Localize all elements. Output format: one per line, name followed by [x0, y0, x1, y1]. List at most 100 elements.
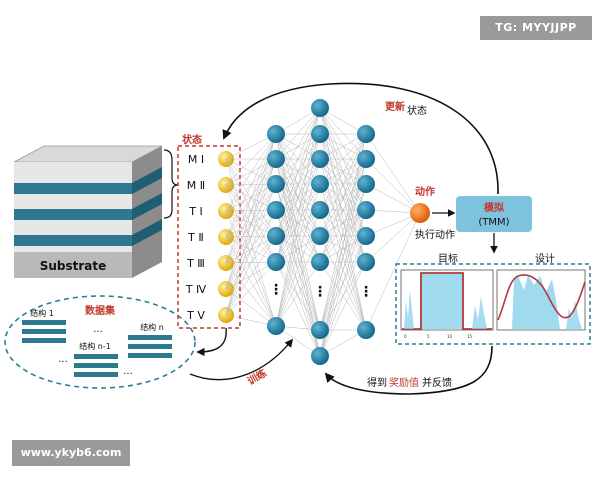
- network-edge: [275, 133, 321, 327]
- layer-ellipsis: ⋮: [313, 284, 327, 300]
- dataset-ellipsis-1: ...: [93, 324, 103, 335]
- network-edge: [275, 107, 321, 160]
- network-node: [311, 227, 329, 245]
- update-state-label-part2: 状态: [407, 104, 427, 117]
- network-edge: [275, 261, 321, 327]
- action-label: 动作: [415, 185, 435, 198]
- network-node: [311, 99, 329, 117]
- network-node: [267, 150, 285, 168]
- network-node: [311, 125, 329, 143]
- network-edge: [319, 209, 367, 263]
- state-box: [177, 145, 241, 329]
- svg-text:0: 0: [404, 334, 407, 339]
- network-edge: [365, 212, 421, 263]
- state-label: M Ⅰ: [188, 153, 204, 166]
- result-box: [395, 263, 591, 345]
- network-edge: [225, 235, 277, 316]
- network-edge: [275, 209, 321, 263]
- execute-action-label: 执行动作: [415, 228, 455, 241]
- target-label: 目标: [438, 253, 458, 265]
- reward-label-part1: 得到: [367, 377, 387, 389]
- network-edge: [319, 133, 367, 211]
- structure-label-n: 结构 n: [140, 322, 164, 332]
- network-node: [267, 227, 285, 245]
- design-label: 设计: [535, 252, 555, 265]
- network-node: [267, 125, 285, 143]
- action-group: 动作 执行动作: [410, 185, 456, 241]
- simulation-subtitle: (TMM): [478, 217, 509, 228]
- simulation-box: [456, 196, 532, 232]
- network-edge: [225, 133, 277, 264]
- watermark-bottom: www.ykyb6.com: [12, 440, 130, 466]
- dataset-ellipse: [4, 295, 196, 389]
- network-edge: [275, 209, 321, 327]
- network-edge: [319, 133, 367, 357]
- network-edge: [275, 261, 321, 331]
- network-edge: [365, 212, 421, 331]
- design-plot: [496, 269, 586, 331]
- network-node: [311, 253, 329, 271]
- network-edge: [319, 235, 367, 357]
- network-edge: [319, 133, 367, 237]
- network-edge: [319, 133, 367, 331]
- network-edge: [365, 158, 421, 214]
- network-edge: [225, 288, 277, 327]
- network-edge: [225, 158, 277, 327]
- network-edge: [365, 183, 421, 214]
- network-edge: [225, 133, 277, 160]
- network-edge: [275, 107, 321, 211]
- network-node: [357, 201, 375, 219]
- network-edge: [225, 133, 277, 212]
- network-node: [311, 321, 329, 339]
- state-label: T Ⅲ: [186, 257, 205, 270]
- target-plot: 0 5 10 15: [400, 269, 494, 339]
- network-edges: [225, 107, 421, 357]
- network-edge: [275, 209, 321, 331]
- network-node: [267, 253, 285, 271]
- network-edge: [275, 133, 321, 331]
- network-node: [311, 201, 329, 219]
- structure-label-n-1: 结构 n-1: [79, 341, 111, 351]
- network-edge: [319, 133, 367, 185]
- network-node: [311, 347, 329, 365]
- svg-text:15: 15: [467, 334, 473, 339]
- network-edge: [319, 158, 367, 357]
- network-edge: [319, 183, 367, 263]
- reward-label-part3: 并反馈: [422, 376, 452, 389]
- train-arrow: [189, 338, 294, 381]
- substrate-layer: [14, 252, 132, 278]
- structure-label-1: 结构 1: [30, 308, 54, 318]
- network-node: [357, 150, 375, 168]
- simulation-box-group: 模拟 (TMM): [456, 196, 532, 254]
- svg-text:10: 10: [447, 334, 453, 339]
- network-edge: [225, 210, 277, 327]
- mini-stack-n-1: [74, 354, 118, 377]
- network-edge: [225, 236, 277, 327]
- network-edge: [319, 107, 367, 331]
- network-edge: [225, 209, 277, 316]
- network-node: [357, 227, 375, 245]
- network-edge: [275, 107, 321, 327]
- target-curve: [402, 272, 492, 330]
- state-to-dataset-arrow: [196, 327, 227, 357]
- network-edge: [225, 183, 277, 316]
- network-node: [311, 150, 329, 168]
- multilayer-stack: Substrate: [13, 145, 179, 278]
- dataset-title: 数据集: [85, 304, 116, 317]
- network-edge: [225, 133, 277, 238]
- network-node: [357, 253, 375, 271]
- watermark-top: TG: MYYJJPP: [480, 16, 592, 40]
- reward-label-part2: 奖励值: [389, 376, 419, 389]
- network-node: [357, 175, 375, 193]
- network-node: [267, 201, 285, 219]
- state-label: T Ⅱ: [187, 231, 204, 244]
- design-curve: [497, 274, 586, 321]
- network-node: [267, 317, 285, 335]
- network-edge: [319, 158, 367, 263]
- stack-brace: [163, 149, 179, 219]
- layer-ellipsis: ⋮: [269, 282, 283, 298]
- network-node: [357, 125, 375, 143]
- network-edge: [275, 235, 321, 327]
